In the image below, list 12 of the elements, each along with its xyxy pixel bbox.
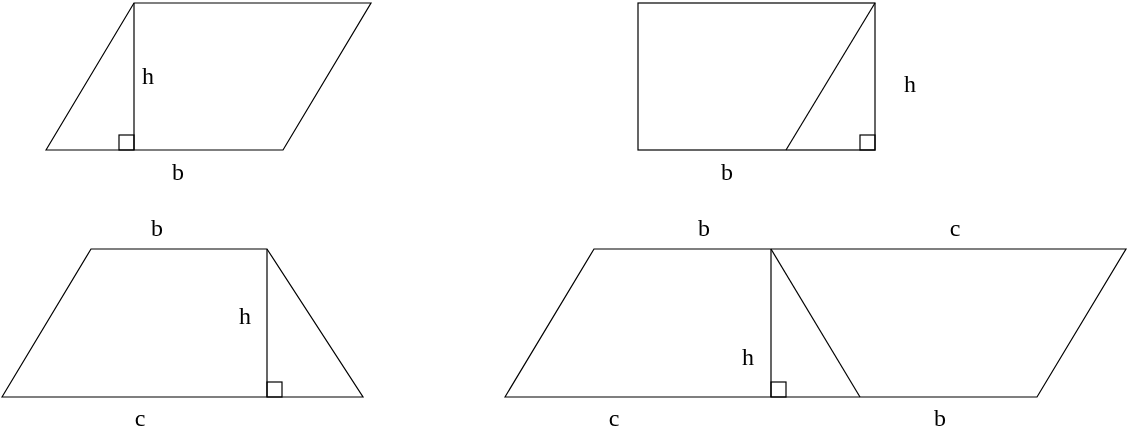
dimension-label: b (172, 160, 184, 184)
dimension-label: c (608, 406, 620, 429)
dimension-label: b (934, 406, 946, 429)
dimension-label: c (949, 216, 961, 240)
dimension-label: c (134, 406, 146, 429)
dimension-label: h (142, 64, 154, 88)
dimension-label: b (721, 160, 733, 184)
dimension-label: h (904, 72, 916, 96)
dimension-label: b (151, 216, 163, 240)
dimension-label: b (698, 216, 710, 240)
dimension-label: h (742, 345, 754, 369)
dimension-label: h (239, 304, 251, 328)
